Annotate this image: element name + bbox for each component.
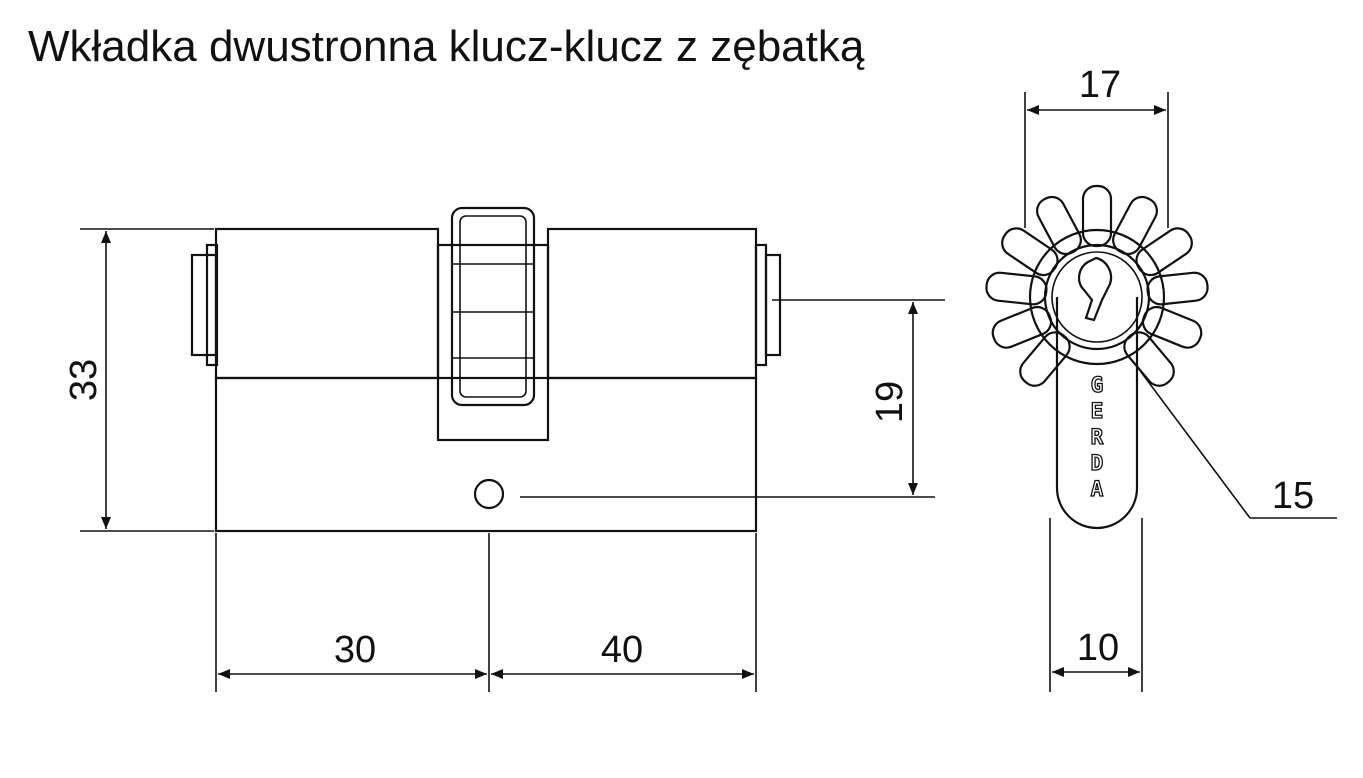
gear-side [450,206,536,407]
dim-17-label: 17 [1079,64,1121,106]
right-end-step [754,243,768,367]
right-plug-body [546,227,758,380]
gear-tooth [1036,195,1082,256]
gear-tooth [1081,184,1113,248]
side-view [190,206,782,533]
left-end-cap [190,253,218,357]
dim-15-label: 15 [1272,475,1314,517]
keyway [1078,256,1113,322]
gear-teeth [985,184,1209,387]
dimension-height: 33 [63,228,214,532]
gear-tooth [1141,305,1203,349]
screw-hole [473,478,505,510]
dimension-lengths: 30 40 [215,533,757,692]
dim-19-label: 19 [869,381,911,423]
left-plug-body [214,227,440,380]
dim-33-label: 33 [63,359,105,401]
right-end-cap [764,253,782,357]
brand-letter: E [1091,399,1104,423]
dim-30-label: 30 [334,629,376,671]
dimension-radius: 15 [1140,371,1337,519]
gear-tooth [1146,271,1209,306]
cylinder-lower-body [214,376,758,533]
gear-tooth [1019,331,1071,387]
cam-slot [436,243,550,442]
front-view: G E R D A [985,184,1209,530]
gear-tooth [985,271,1048,306]
dimension-width-top: 17 [1024,64,1169,228]
page-title: Wkładka dwustronna klucz-klucz z zębatką [28,22,865,71]
dim-40-label: 40 [601,629,643,671]
gear-tooth [1123,331,1175,387]
brand-letter: G [1091,373,1104,397]
gear-side-inner [459,215,527,398]
dimension-cam-offset: 19 [520,299,945,498]
plug-inner [1051,251,1143,343]
gear-tooth [1112,195,1158,256]
brand-letter: A [1091,477,1104,501]
cylinder-profile [1055,297,1139,530]
plug-outer [1043,243,1151,351]
dim-10-label: 10 [1077,627,1119,669]
gear-ring [1028,228,1166,366]
dimension-width-bottom: 10 [1049,518,1143,692]
gear-tooth [991,305,1053,349]
brand-letter: R [1091,425,1104,449]
brand-letter: D [1091,451,1104,475]
